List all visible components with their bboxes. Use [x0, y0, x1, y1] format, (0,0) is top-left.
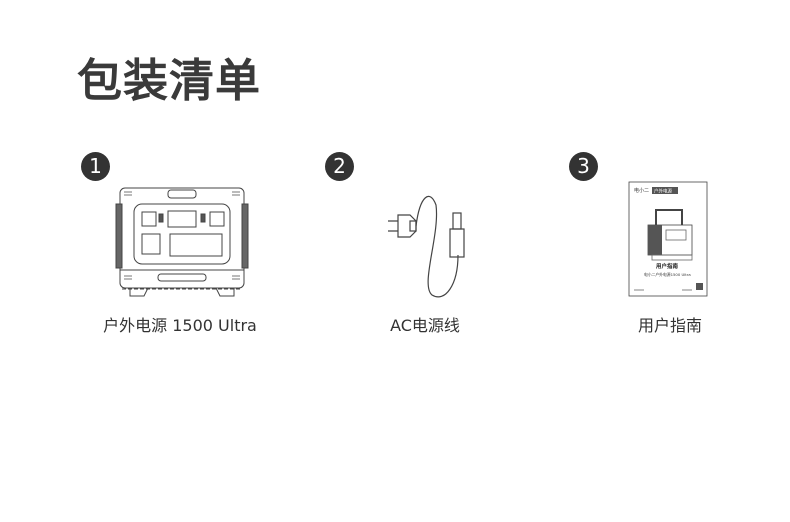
item-label-user-manual: 用户指南 — [637, 316, 702, 335]
user-manual-illustration: 电小二 户外电源 用户指南 电小二户外电源1500 Ultra — [628, 181, 708, 297]
svg-text:电小二: 电小二 — [634, 187, 649, 194]
ac-cable-illustration — [388, 195, 465, 298]
svg-text:电小二户外电源1500 Ultra: 电小二户外电源1500 Ultra — [644, 272, 691, 277]
item-label-power-station: 户外电源 1500 Ultra — [103, 316, 257, 335]
item-label-ac-cable: AC电源线 — [390, 316, 460, 335]
item-number-3: 3 — [569, 152, 598, 181]
item-number-2: 2 — [325, 152, 354, 181]
power-station-illustration — [115, 187, 249, 297]
svg-text:户外电源: 户外电源 — [654, 188, 672, 195]
item-number-1: 1 — [81, 152, 110, 181]
page-title: 包装清单 — [77, 54, 262, 107]
svg-text:用户指南: 用户指南 — [655, 262, 679, 270]
